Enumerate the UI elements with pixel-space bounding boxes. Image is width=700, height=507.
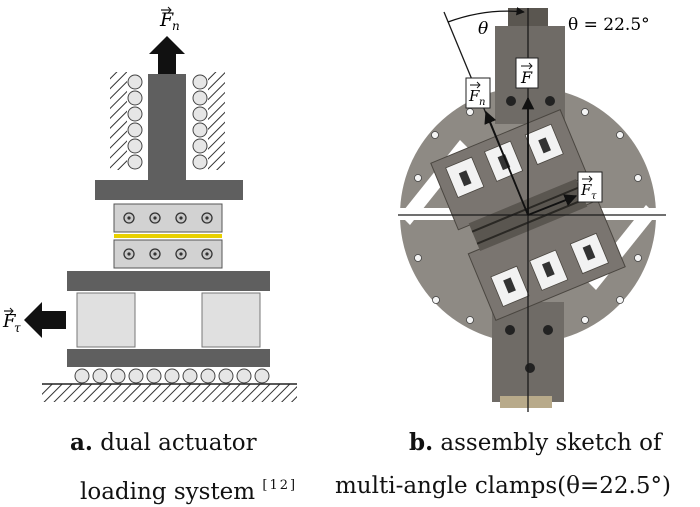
svg-text:F: F: [159, 9, 174, 31]
right-roller-bearings: [192, 74, 208, 170]
caption-a-line1: a. dual actuator: [70, 428, 257, 458]
force-fn-label: F n: [465, 77, 491, 109]
right-hatched-guide: [208, 72, 225, 170]
vertical-shaft: [148, 74, 186, 180]
base-rollers: [74, 368, 270, 384]
multi-angle-clamp-photo: θ θ = 22.5° F F n F τ: [345, 0, 700, 420]
caption-a-letter: a.: [70, 429, 93, 456]
caption-b-text2: multi-angle clamps(θ=22.5°): [335, 473, 671, 499]
upper-crossbeam: [95, 180, 243, 200]
caption-a-text2: loading system: [80, 479, 256, 505]
caption-b-line1: b. assembly sketch of: [409, 428, 662, 458]
force-fn-arrow: [484, 110, 529, 216]
force-ft-label: F τ: [577, 171, 603, 203]
specimen: [114, 234, 222, 238]
svg-text:n: n: [172, 19, 180, 33]
caption-b-text1: assembly sketch of: [440, 430, 662, 456]
caption-b-letter: b.: [409, 429, 434, 456]
svg-text:F: F: [520, 68, 533, 87]
theta-value-label: θ = 22.5°: [568, 15, 650, 35]
ground-hatch: [42, 384, 297, 402]
clamp-assembly-svg: θ θ = 22.5° F F n F τ: [398, 7, 666, 412]
svg-text:F: F: [2, 311, 17, 332]
force-f-label: F: [515, 57, 539, 89]
left-roller-bearings: [127, 74, 143, 170]
base-plate: [67, 349, 270, 367]
caption-b-line2: multi-angle clamps(θ=22.5°): [335, 471, 671, 501]
disk-holes: [414, 108, 642, 324]
lower-crossbeam: [67, 271, 270, 291]
caption-a-line2: loading system [12]: [80, 471, 297, 507]
left-hatched-guide: [110, 72, 127, 170]
caption-a-citation: [12]: [262, 478, 298, 493]
tangential-force-arrow: [24, 302, 66, 338]
dual-actuator-diagram: F n: [0, 0, 330, 420]
svg-text:τ: τ: [14, 321, 21, 335]
svg-text:n: n: [479, 97, 485, 108]
svg-text:F: F: [580, 181, 592, 199]
theta-arc: [447, 7, 525, 23]
force-ft-arrow: [527, 194, 578, 216]
right-support-block: [201, 292, 261, 348]
upper-clamp-bolt-centers: [127, 216, 209, 220]
dual-actuator-svg: F n: [2, 6, 297, 402]
normal-force-label: F n: [159, 6, 180, 33]
tangential-force-label: F τ: [2, 307, 21, 335]
left-support-block: [76, 292, 136, 348]
theta-label: θ: [478, 19, 488, 39]
svg-text:F: F: [468, 87, 480, 105]
normal-force-arrow: [149, 36, 185, 78]
caption-a-text1: dual actuator: [100, 430, 257, 456]
svg-text:τ: τ: [591, 191, 597, 202]
